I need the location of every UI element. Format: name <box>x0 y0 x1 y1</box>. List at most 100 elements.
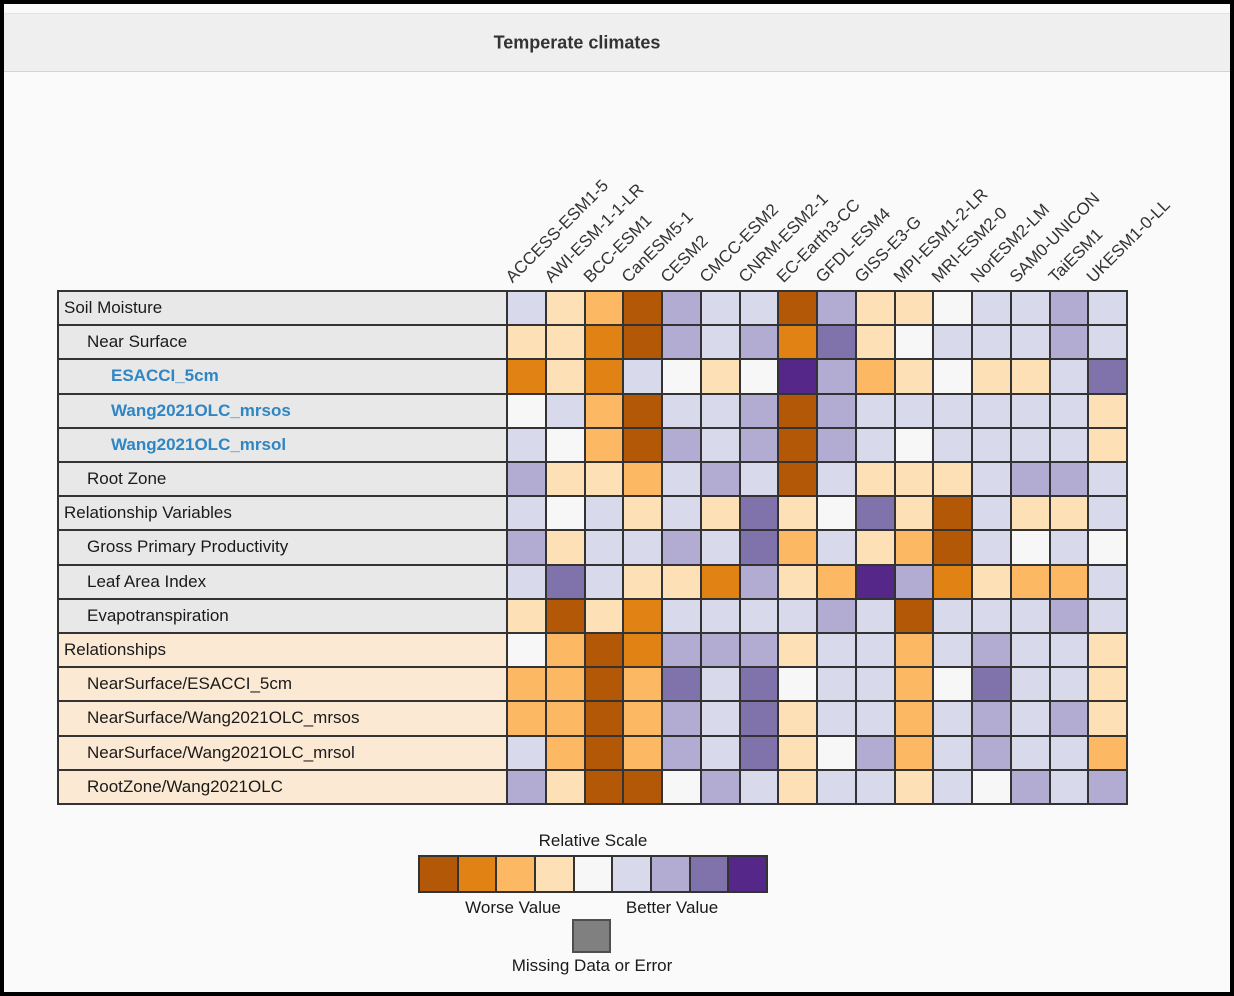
grid-cell-wang2021olc-mrsos-mri-esm2-0 <box>934 394 971 427</box>
grid-cell-nearsurface-wang2021olc-mrsos-giss-e3-g <box>856 702 894 735</box>
grid-cell-nearsurface-wang2021olc-mrsos-cmcc-esm2 <box>701 702 739 735</box>
grid-cell-nearsurface-esacci-5cm-ec-earth3-cc <box>779 668 816 701</box>
grid-cell-nearsurface-wang2021olc-mrsol-giss-e3-g <box>856 736 894 769</box>
grid-cell-wang2021olc-mrsos-giss-e3-g <box>856 394 894 427</box>
grid-cell-rootzone-wang2021olc-cesm2 <box>663 770 700 803</box>
grid-cell-gross-primary-productivity-access-esm1-5 <box>508 531 545 564</box>
grid-cell-soil-moisture-mpi-esm1-2-lr <box>895 292 933 325</box>
grid-cell-nearsurface-wang2021olc-mrsol-mpi-esm1-2-lr <box>895 736 933 769</box>
grid-cell-esacci-5cm-noresm2-lm <box>973 360 1010 393</box>
grid-cell-leaf-area-index-gfdl-esm4 <box>818 565 855 598</box>
grid-cell-nearsurface-esacci-5cm-giss-e3-g <box>856 668 894 701</box>
legend-better-label: Better Value <box>625 898 719 917</box>
grid-cell-nearsurface-esacci-5cm-bcc-esm1 <box>585 668 623 701</box>
grid-cell-gross-primary-productivity-bcc-esm1 <box>585 531 623 564</box>
grid-cell-relationship-variables-mri-esm2-0 <box>934 497 971 530</box>
grid-cell-evapotranspiration-ec-earth3-cc <box>779 599 816 632</box>
grid-cell-nearsurface-wang2021olc-mrsol-mri-esm2-0 <box>934 736 971 769</box>
grid-cell-near-surface-canesm5-1 <box>624 326 661 359</box>
grid-cell-rootzone-wang2021olc-giss-e3-g <box>856 770 894 803</box>
grid-cell-gross-primary-productivity-ec-earth3-cc <box>779 531 816 564</box>
grid-cell-wang2021olc-mrsol-bcc-esm1 <box>585 428 623 461</box>
grid-cell-relationships-taiesm1 <box>1050 634 1088 667</box>
grid-cell-esacci-5cm-ukesm1-0-ll <box>1089 360 1126 393</box>
grid-cell-nearsurface-wang2021olc-mrsos-cesm2 <box>663 702 700 735</box>
grid-cell-evapotranspiration-noresm2-lm <box>973 599 1010 632</box>
grid-cell-wang2021olc-mrsol-access-esm1-5 <box>508 428 545 461</box>
grid-cell-relationships-cmcc-esm2 <box>701 634 739 667</box>
grid-cell-root-zone-noresm2-lm <box>973 463 1010 496</box>
grid-cell-near-surface-cesm2 <box>663 326 700 359</box>
grid-cell-relationships-noresm2-lm <box>973 634 1010 667</box>
grid-cell-near-surface-awi-esm-1-1-lr <box>546 326 584 359</box>
grid-cell-nearsurface-esacci-5cm-ukesm1-0-ll <box>1089 668 1126 701</box>
grid-cell-rootzone-wang2021olc-ec-earth3-cc <box>779 770 816 803</box>
grid-cell-root-zone-giss-e3-g <box>856 463 894 496</box>
grid-cell-nearsurface-esacci-5cm-cnrm-esm2-1 <box>740 668 778 701</box>
grid-cell-relationships-gfdl-esm4 <box>818 634 855 667</box>
grid-cell-esacci-5cm-canesm5-1 <box>624 360 661 393</box>
grid-cell-relationships-awi-esm-1-1-lr <box>546 634 584 667</box>
grid-cell-root-zone-gfdl-esm4 <box>818 463 855 496</box>
grid-cell-nearsurface-esacci-5cm-mpi-esm1-2-lr <box>895 668 933 701</box>
grid-cell-nearsurface-wang2021olc-mrsol-taiesm1 <box>1050 736 1088 769</box>
grid-cell-relationships-cesm2 <box>663 634 700 667</box>
grid-cell-nearsurface-wang2021olc-mrsos-cnrm-esm2-1 <box>740 702 778 735</box>
grid-cell-near-surface-noresm2-lm <box>973 326 1010 359</box>
grid-cell-near-surface-sam0-unicon <box>1011 326 1049 359</box>
grid-cell-esacci-5cm-cnrm-esm2-1 <box>740 360 778 393</box>
grid-cell-wang2021olc-mrsos-mpi-esm1-2-lr <box>895 394 933 427</box>
grid-cell-wang2021olc-mrsos-sam0-unicon <box>1011 394 1049 427</box>
grid-cell-leaf-area-index-cnrm-esm2-1 <box>740 565 778 598</box>
grid-cell-nearsurface-esacci-5cm-taiesm1 <box>1050 668 1088 701</box>
grid-cell-root-zone-mri-esm2-0 <box>934 463 971 496</box>
grid-cell-relationship-variables-access-esm1-5 <box>508 497 545 530</box>
grid-cell-relationships-cnrm-esm2-1 <box>740 634 778 667</box>
grid-cell-nearsurface-esacci-5cm-canesm5-1 <box>624 668 661 701</box>
dataset-link-wang2021olc-mrsos[interactable]: Wang2021OLC_mrsos <box>59 394 506 427</box>
grid-cell-evapotranspiration-access-esm1-5 <box>508 599 545 632</box>
grid-cell-wang2021olc-mrsol-taiesm1 <box>1050 428 1088 461</box>
row-label-nearsurface-wang2021olc-mrsos: NearSurface/Wang2021OLC_mrsos <box>59 702 506 735</box>
grid-cell-relationship-variables-cmcc-esm2 <box>701 497 739 530</box>
grid-cell-relationships-bcc-esm1 <box>585 634 623 667</box>
grid-cell-relationship-variables-ec-earth3-cc <box>779 497 816 530</box>
grid-cell-wang2021olc-mrsol-ukesm1-0-ll <box>1089 428 1126 461</box>
grid-cell-soil-moisture-noresm2-lm <box>973 292 1010 325</box>
grid-cell-nearsurface-esacci-5cm-awi-esm-1-1-lr <box>546 668 584 701</box>
grid-cell-gross-primary-productivity-ukesm1-0-ll <box>1089 531 1126 564</box>
grid-cell-esacci-5cm-bcc-esm1 <box>585 360 623 393</box>
legend-swatch <box>536 857 573 891</box>
grid-cell-leaf-area-index-cmcc-esm2 <box>701 565 739 598</box>
grid-cell-root-zone-ec-earth3-cc <box>779 463 816 496</box>
grid-cell-wang2021olc-mrsos-ukesm1-0-ll <box>1089 394 1126 427</box>
grid-cell-leaf-area-index-mpi-esm1-2-lr <box>895 565 933 598</box>
dataset-link-esacci-5cm[interactable]: ESACCI_5cm <box>59 360 506 393</box>
grid-cell-relationship-variables-ukesm1-0-ll <box>1089 497 1126 530</box>
legend-swatch <box>420 857 457 891</box>
grid-cell-root-zone-ukesm1-0-ll <box>1089 463 1126 496</box>
grid-cell-wang2021olc-mrsos-cmcc-esm2 <box>701 394 739 427</box>
grid-cell-near-surface-cmcc-esm2 <box>701 326 739 359</box>
grid-cell-gross-primary-productivity-gfdl-esm4 <box>818 531 855 564</box>
grid-cell-near-surface-giss-e3-g <box>856 326 894 359</box>
grid-cell-gross-primary-productivity-awi-esm-1-1-lr <box>546 531 584 564</box>
grid-cell-wang2021olc-mrsos-awi-esm-1-1-lr <box>546 394 584 427</box>
dataset-link-wang2021olc-mrsol[interactable]: Wang2021OLC_mrsol <box>59 428 506 461</box>
grid-cell-nearsurface-wang2021olc-mrsos-bcc-esm1 <box>585 702 623 735</box>
grid-cell-wang2021olc-mrsol-ec-earth3-cc <box>779 428 816 461</box>
grid-cell-leaf-area-index-giss-e3-g <box>856 565 894 598</box>
grid-cell-wang2021olc-mrsol-sam0-unicon <box>1011 428 1049 461</box>
grid-cell-evapotranspiration-bcc-esm1 <box>585 599 623 632</box>
legend-swatch <box>574 857 612 891</box>
grid-cell-soil-moisture-taiesm1 <box>1050 292 1088 325</box>
grid-cell-evapotranspiration-taiesm1 <box>1050 599 1088 632</box>
grid-cell-relationship-variables-cnrm-esm2-1 <box>740 497 778 530</box>
grid-cell-leaf-area-index-ukesm1-0-ll <box>1089 565 1126 598</box>
grid-cell-leaf-area-index-sam0-unicon <box>1011 565 1049 598</box>
grid-cell-nearsurface-wang2021olc-mrsos-gfdl-esm4 <box>818 702 855 735</box>
row-label-relationship-variables: Relationship Variables <box>59 497 506 530</box>
grid-cell-evapotranspiration-giss-e3-g <box>856 599 894 632</box>
grid-cell-nearsurface-wang2021olc-mrsos-mri-esm2-0 <box>934 702 971 735</box>
grid-cell-near-surface-mpi-esm1-2-lr <box>895 326 933 359</box>
